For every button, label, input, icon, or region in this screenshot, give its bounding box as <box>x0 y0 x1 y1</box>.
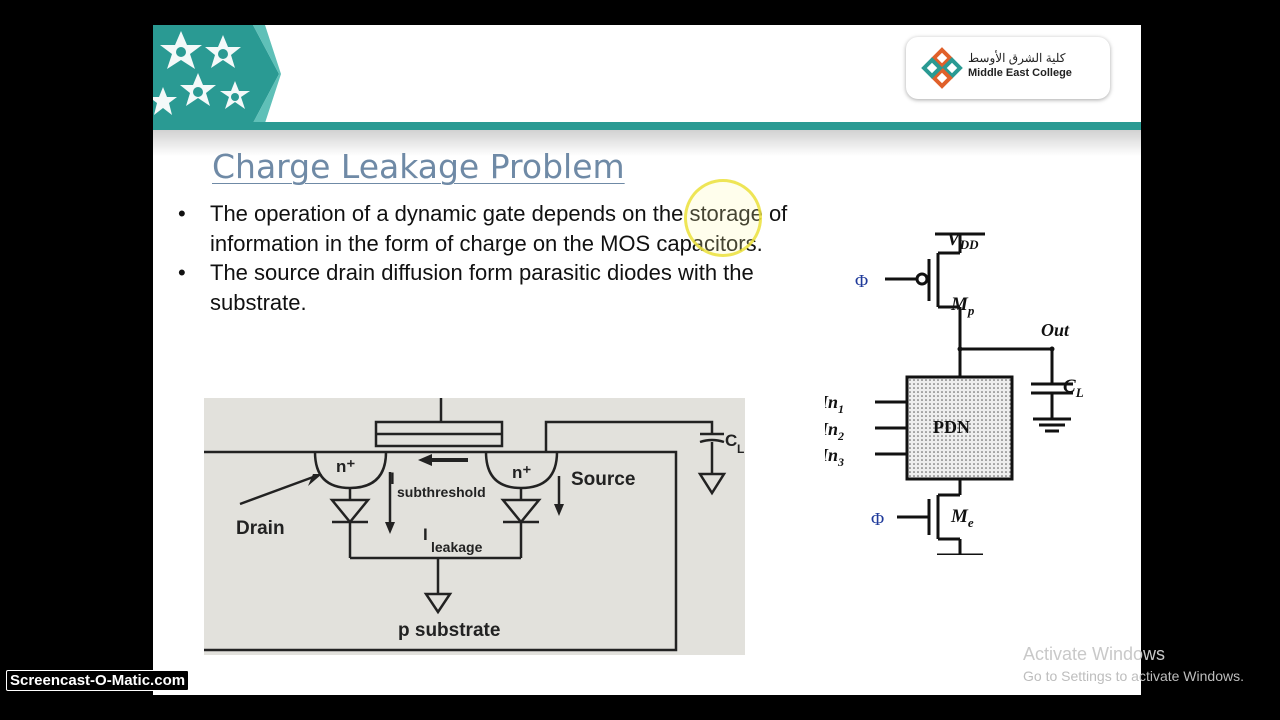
in2-label: In2 <box>825 419 844 443</box>
leakage-cross-section-diagram: n⁺ n⁺ Source Drain I subthreshold I leak… <box>204 398 745 655</box>
dynamic-gate-schematic: PDN VDD Φ Mp Out CL In1 In2 In3 Φ Me <box>825 229 1084 555</box>
drain-label: Drain <box>236 518 285 539</box>
slide: كلية الشرق الأوسط Middle East College Ch… <box>153 25 1141 695</box>
cursor-highlight <box>684 179 762 257</box>
watermark-title: Activate Windows <box>1023 644 1166 664</box>
pdn-label: PDN <box>933 417 970 437</box>
leakage-label: leakage <box>431 539 483 555</box>
college-emblem-icon <box>921 47 963 89</box>
i-subthreshold-symbol: I <box>390 469 395 488</box>
slide-header: كلية الشرق الأوسط Middle East College <box>153 25 1141 123</box>
vdd-label: VDD <box>947 229 979 252</box>
slide-title: Charge Leakage Problem <box>212 147 625 186</box>
bullet-item: • The source drain diffusion form parasit… <box>178 258 798 317</box>
p-substrate-label: p substrate <box>398 620 500 641</box>
mp-label: Mp <box>950 294 975 318</box>
college-name-arabic: كلية الشرق الأوسط <box>968 51 1066 65</box>
screencast-watermark: Screencast-O-Matic.com <box>6 670 190 691</box>
bullet-text: The source drain diffusion form parasiti… <box>210 260 754 315</box>
n-plus-right-label: n⁺ <box>512 463 531 482</box>
star-pattern-logo <box>153 25 281 123</box>
cl-c-label: C <box>725 431 737 450</box>
cl-label: CL <box>1063 376 1084 400</box>
activate-windows-watermark: Activate Windows Go to Settings to activ… <box>1023 644 1244 684</box>
bullet-glyph: • <box>178 260 186 285</box>
me-label: Me <box>950 506 974 530</box>
watermark-subtitle: Go to Settings to activate Windows. <box>1023 668 1244 684</box>
in1-label: In1 <box>825 392 844 416</box>
cl-l-label: L <box>737 442 744 456</box>
out-label: Out <box>1041 320 1070 340</box>
in3-label: In3 <box>825 445 844 469</box>
source-label: Source <box>571 469 635 490</box>
subthreshold-label: subthreshold <box>397 484 486 500</box>
college-name-english: Middle East College <box>968 67 1072 79</box>
header-divider <box>153 122 1141 130</box>
phi-bottom-label: Φ <box>871 509 884 529</box>
header-shadow <box>153 130 1141 156</box>
college-logo: كلية الشرق الأوسط Middle East College <box>906 37 1110 99</box>
phi-top-label: Φ <box>855 271 868 291</box>
n-plus-left-label: n⁺ <box>336 457 355 476</box>
i-leakage-symbol: I <box>423 525 428 544</box>
bullet-glyph: • <box>178 201 186 226</box>
